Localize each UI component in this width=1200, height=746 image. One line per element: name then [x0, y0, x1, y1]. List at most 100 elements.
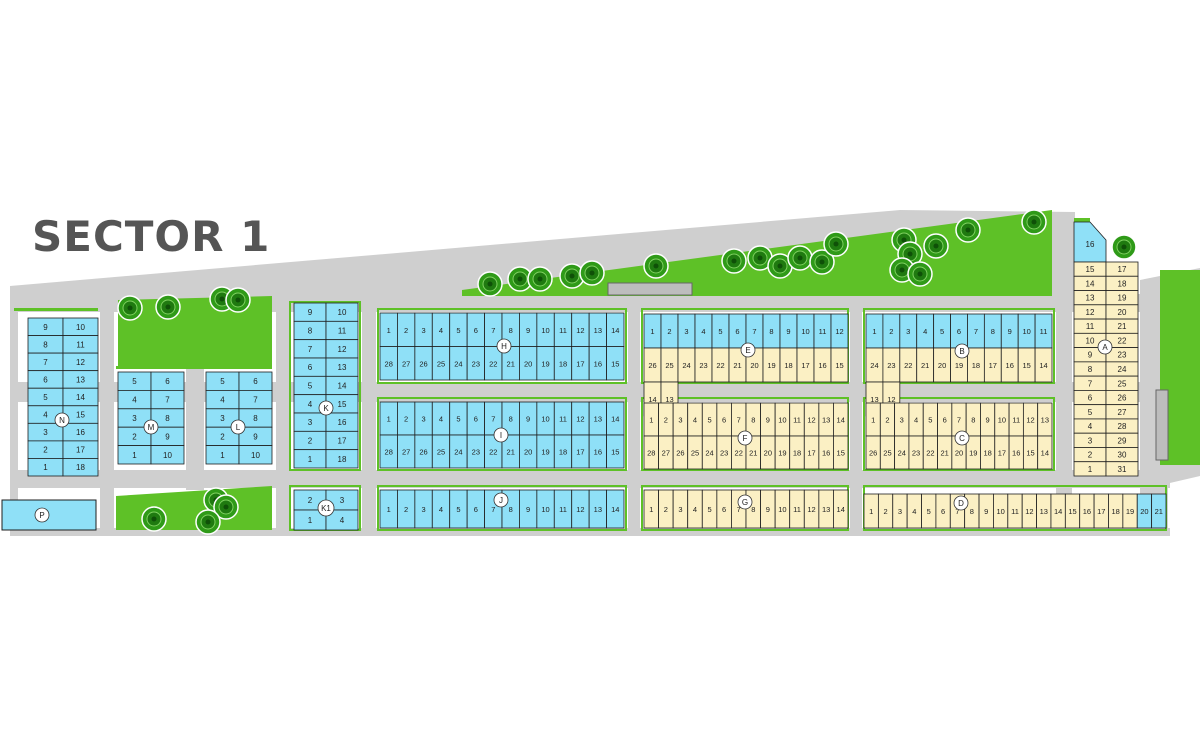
lot-f-28[interactable]: 28	[643, 435, 659, 470]
lot-d-17[interactable]: 17	[1093, 493, 1109, 529]
lot-h-26[interactable]: 26	[414, 346, 433, 381]
lot-n-7[interactable]: 7	[27, 352, 64, 372]
lot-e-11[interactable]: 11	[813, 313, 832, 349]
lot-e-25[interactable]: 25	[660, 347, 679, 383]
lot-g-11[interactable]: 11	[789, 489, 805, 529]
lot-k-5[interactable]: 5	[293, 375, 327, 396]
lot-c-17[interactable]: 17	[994, 435, 1010, 470]
lot-j-11[interactable]: 11	[553, 489, 573, 529]
lot-j-5[interactable]: 5	[449, 489, 468, 529]
lot-h-13[interactable]: 13	[588, 312, 607, 347]
lot-h-10[interactable]: 10	[536, 312, 555, 347]
lot-a-7[interactable]: 7	[1073, 375, 1107, 391]
lot-a-11[interactable]: 11	[1073, 318, 1107, 334]
lot-n-11[interactable]: 11	[62, 335, 99, 354]
lot-a-6[interactable]: 6	[1073, 389, 1107, 406]
lot-d-13[interactable]: 13	[1036, 493, 1052, 529]
lot-j-10[interactable]: 10	[536, 489, 555, 529]
lot-b-16[interactable]: 16	[1000, 347, 1019, 383]
lot-e-9[interactable]: 9	[779, 313, 798, 349]
lot-a-14[interactable]: 14	[1073, 275, 1107, 291]
lot-k-8[interactable]: 8	[293, 320, 327, 341]
lot-a-31[interactable]: 31	[1105, 461, 1139, 477]
lot-i-19[interactable]: 19	[536, 434, 555, 469]
lot-c-25[interactable]: 25	[879, 435, 896, 470]
lot-b-24[interactable]: 24	[865, 347, 884, 383]
lot-f-12[interactable]: 12	[803, 402, 820, 437]
lot-d-6[interactable]: 6	[935, 493, 951, 529]
lot-l-7[interactable]: 7	[238, 389, 273, 410]
lot-n-5[interactable]: 5	[27, 387, 64, 407]
lot-c-21[interactable]: 21	[937, 435, 953, 470]
lot-l-6[interactable]: 6	[238, 371, 273, 391]
lot-k-10[interactable]: 10	[325, 302, 359, 322]
lot-e-19[interactable]: 19	[762, 347, 781, 383]
lot-i-10[interactable]: 10	[536, 401, 555, 436]
lot-m-5[interactable]: 5	[117, 371, 152, 391]
lot-b-18[interactable]: 18	[967, 347, 985, 383]
lot-a-25[interactable]: 25	[1105, 375, 1139, 391]
lot-i-18[interactable]: 18	[553, 434, 573, 469]
lot-n-18[interactable]: 18	[62, 458, 99, 477]
lot-l-10[interactable]: 10	[238, 445, 273, 465]
lot-k-7[interactable]: 7	[293, 339, 327, 359]
lot-h-4[interactable]: 4	[431, 312, 451, 347]
lot-f-2[interactable]: 2	[658, 402, 674, 437]
lot-h-3[interactable]: 3	[414, 312, 433, 347]
lot-c-9[interactable]: 9	[980, 402, 996, 437]
lot-e-22[interactable]: 22	[711, 347, 730, 383]
lot-b-5[interactable]: 5	[933, 313, 951, 349]
lot-m-6[interactable]: 6	[150, 371, 185, 391]
lot-e-16[interactable]: 16	[813, 347, 832, 383]
lot-j-14[interactable]: 14	[606, 489, 625, 529]
lot-k-11[interactable]: 11	[325, 320, 359, 341]
lot-a-1[interactable]: 1	[1073, 461, 1107, 477]
lot-i-26[interactable]: 26	[414, 434, 433, 469]
lot-b-21[interactable]: 21	[916, 347, 935, 383]
lot-i-27[interactable]: 27	[397, 434, 416, 469]
lot-c-22[interactable]: 22	[922, 435, 938, 470]
lot-b-6[interactable]: 6	[950, 313, 968, 349]
lot-g-10[interactable]: 10	[774, 489, 791, 529]
lot-i-28[interactable]: 28	[379, 434, 398, 469]
lot-d-10[interactable]: 10	[993, 493, 1009, 529]
lot-e-17[interactable]: 17	[796, 347, 815, 383]
lot-d-4[interactable]: 4	[906, 493, 922, 529]
lot-b-8[interactable]: 8	[983, 313, 1002, 349]
lot-j-13[interactable]: 13	[588, 489, 607, 529]
lot-j-9[interactable]: 9	[519, 489, 538, 529]
lot-j-6[interactable]: 6	[466, 489, 485, 529]
lot-f-14[interactable]: 14	[833, 402, 849, 437]
lot-a-8[interactable]: 8	[1073, 361, 1107, 377]
lot-d-16[interactable]: 16	[1079, 493, 1095, 529]
lot-i-20[interactable]: 20	[519, 434, 538, 469]
lot-g-14[interactable]: 14	[833, 489, 849, 529]
lot-i-15[interactable]: 15	[606, 434, 625, 469]
lot-n-2[interactable]: 2	[27, 440, 64, 459]
lot-e-4[interactable]: 4	[694, 313, 713, 349]
lot-f-27[interactable]: 27	[658, 435, 674, 470]
lot-g-1[interactable]: 1	[643, 489, 659, 529]
lot-a-17[interactable]: 17	[1105, 261, 1139, 277]
lot-a-26[interactable]: 26	[1105, 389, 1139, 406]
lot-a-27[interactable]: 27	[1105, 404, 1139, 420]
lot-d-15[interactable]: 15	[1064, 493, 1081, 529]
lot-i-25[interactable]: 25	[431, 434, 451, 469]
lot-f-15[interactable]: 15	[833, 435, 849, 470]
lot-d-12[interactable]: 12	[1021, 493, 1037, 529]
lot-e-10[interactable]: 10	[796, 313, 815, 349]
lot-g-4[interactable]: 4	[687, 489, 703, 529]
lot-i-12[interactable]: 12	[571, 401, 590, 436]
lot-a-29[interactable]: 29	[1105, 432, 1139, 448]
lot-b-23[interactable]: 23	[882, 347, 901, 383]
lot-a-20[interactable]: 20	[1105, 304, 1139, 320]
lot-c-23[interactable]: 23	[908, 435, 924, 470]
